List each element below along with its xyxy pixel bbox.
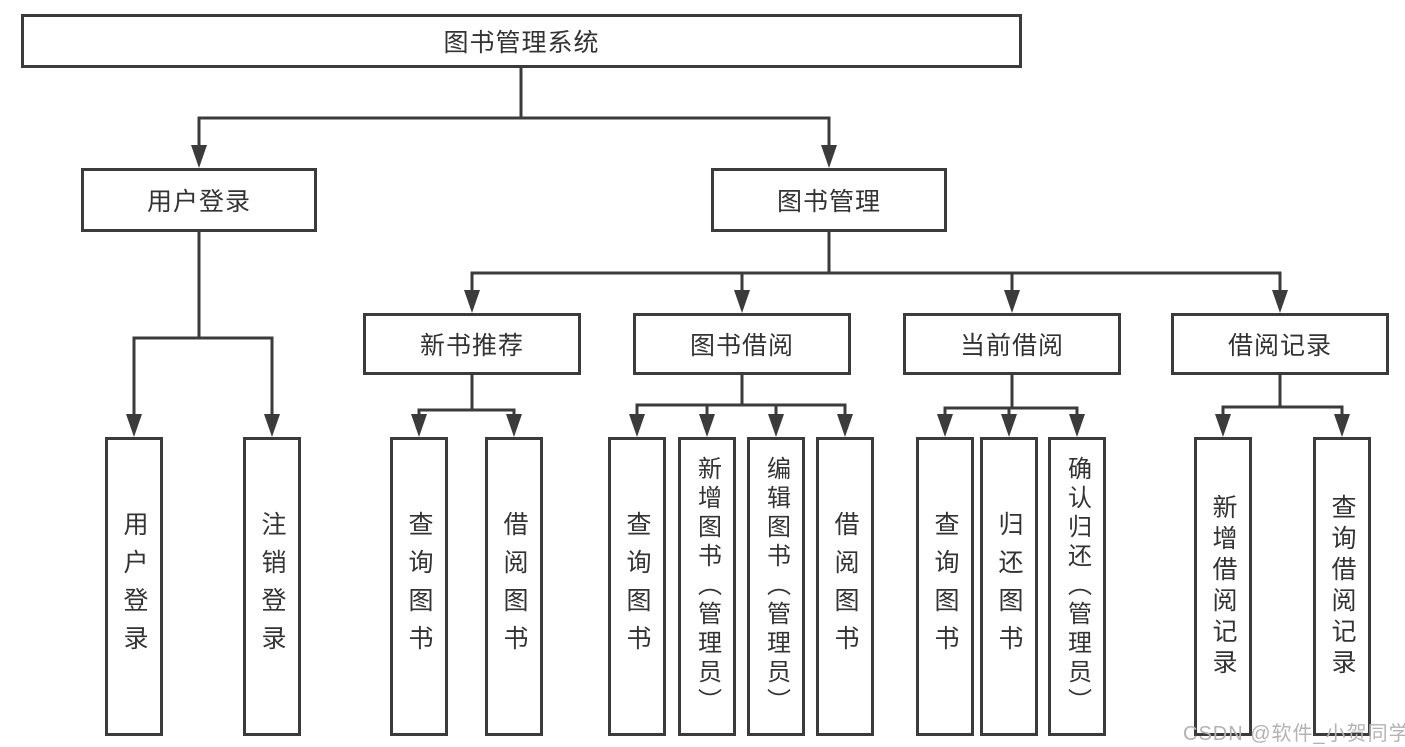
leaf-add-borrow-record: 新增借阅记录 — [1194, 437, 1252, 736]
leaf-query-books-current: 查询图书 — [916, 437, 974, 736]
leaf-borrow-books-newbook: 借阅图书 — [485, 437, 543, 736]
leaf-borrow-books-label: 借阅图书 — [831, 510, 859, 663]
leaf-query-books-borrow: 查询图书 — [608, 437, 666, 736]
leaf-query-borrow-record: 查询借阅记录 — [1313, 437, 1371, 736]
leaf-borrow-books-newbook-label: 借阅图书 — [500, 510, 528, 663]
node-borrow-records-label: 借阅记录 — [1227, 332, 1332, 360]
node-book-borrow: 图书借阅 — [633, 313, 851, 375]
node-new-book-recommend-label: 新书推荐 — [419, 332, 524, 360]
node-user-login-label: 用户登录 — [146, 188, 251, 216]
node-current-borrow-label: 当前借阅 — [959, 332, 1064, 360]
leaf-query-books-newbook: 查询图书 — [390, 437, 448, 736]
leaf-return-books: 归还图书 — [980, 437, 1038, 736]
leaf-logout: 注销登录 — [243, 437, 301, 736]
leaf-borrow-books: 借阅图书 — [816, 437, 874, 736]
leaf-query-books-newbook-label: 查询图书 — [405, 510, 433, 663]
node-book-management: 图书管理 — [711, 168, 947, 232]
leaf-edit-books-admin-label: 编辑图书（管理员） — [762, 456, 790, 717]
node-user-login: 用户登录 — [81, 168, 317, 232]
leaf-query-books-borrow-label: 查询图书 — [623, 510, 651, 663]
leaf-logout-label: 注销登录 — [258, 510, 286, 663]
leaf-add-books-admin-label: 新增图书（管理员） — [693, 456, 721, 717]
node-book-management-label: 图书管理 — [776, 188, 881, 216]
node-new-book-recommend: 新书推荐 — [363, 313, 581, 375]
csdn-watermark: CSDN @软件_小贺同学 — [1183, 723, 1405, 745]
leaf-user-login-label: 用户登录 — [120, 510, 148, 663]
leaf-query-books-current-label: 查询图书 — [931, 510, 959, 663]
leaf-add-books-admin: 新增图书（管理员） — [678, 437, 736, 736]
node-library-system: 图书管理系统 — [21, 14, 1022, 68]
leaf-confirm-return-admin: 确认归还（管理员） — [1048, 437, 1106, 736]
leaf-user-login: 用户登录 — [105, 437, 163, 736]
leaf-edit-books-admin: 编辑图书（管理员） — [747, 437, 805, 736]
leaf-query-borrow-record-label: 查询借阅记录 — [1328, 493, 1356, 680]
leaf-confirm-return-admin-label: 确认归还（管理员） — [1063, 456, 1091, 717]
leaf-add-borrow-record-label: 新增借阅记录 — [1209, 493, 1237, 680]
node-book-borrow-label: 图书借阅 — [689, 332, 794, 360]
node-borrow-records: 借阅记录 — [1171, 313, 1389, 375]
node-current-borrow: 当前借阅 — [903, 313, 1121, 375]
leaf-return-books-label: 归还图书 — [995, 510, 1023, 663]
node-library-system-label: 图书管理系统 — [443, 29, 600, 57]
